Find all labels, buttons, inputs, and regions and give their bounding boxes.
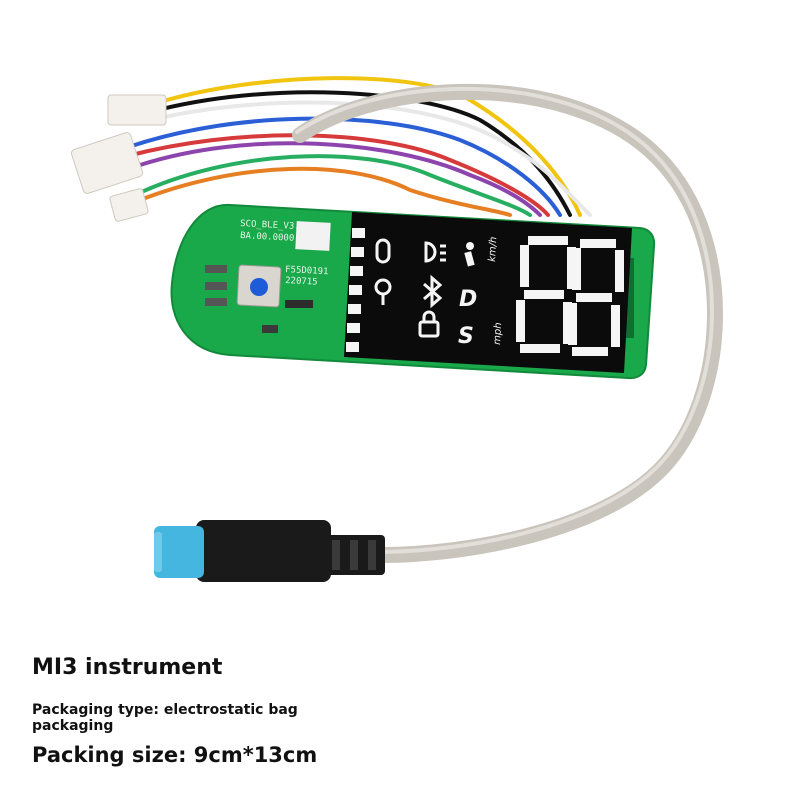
wire-bundle [118, 76, 592, 217]
mode-d: D [459, 287, 477, 312]
headlight-icon [424, 241, 446, 263]
product-title: MI3 instrument [32, 655, 223, 680]
silkscreen-line1: SCO_BLE_V3.2 [240, 219, 305, 232]
reset-button [250, 278, 268, 296]
chip-code2: 220715 [285, 276, 318, 288]
product-photo: SCO_BLE_V3.2 BA.00.0000.13 F55D0191 2207… [70, 76, 723, 582]
cable-connector [154, 520, 385, 582]
packing-size: Packing size: 9cm*13cm [32, 743, 318, 767]
speed-digits [516, 236, 624, 356]
packaging-type: Packaging type: electrostatic bag packag… [32, 702, 298, 734]
silkscreen-line2: BA.00.0000.13 [240, 231, 311, 245]
jst-connectors [70, 94, 167, 222]
pedestrian-icon [464, 242, 475, 267]
wrench-icon [374, 278, 392, 305]
chip-code1: F55D0191 [285, 265, 329, 277]
unit-kmh: km/h [487, 236, 499, 262]
mode-s: S [458, 324, 474, 349]
lcd-display: D S km/h mph [344, 212, 632, 373]
grey-cable [292, 83, 723, 563]
unit-mph: mph [492, 322, 504, 345]
lock-icon [418, 310, 440, 338]
thermometer-icon [375, 238, 391, 264]
bluetooth-icon [423, 274, 443, 309]
